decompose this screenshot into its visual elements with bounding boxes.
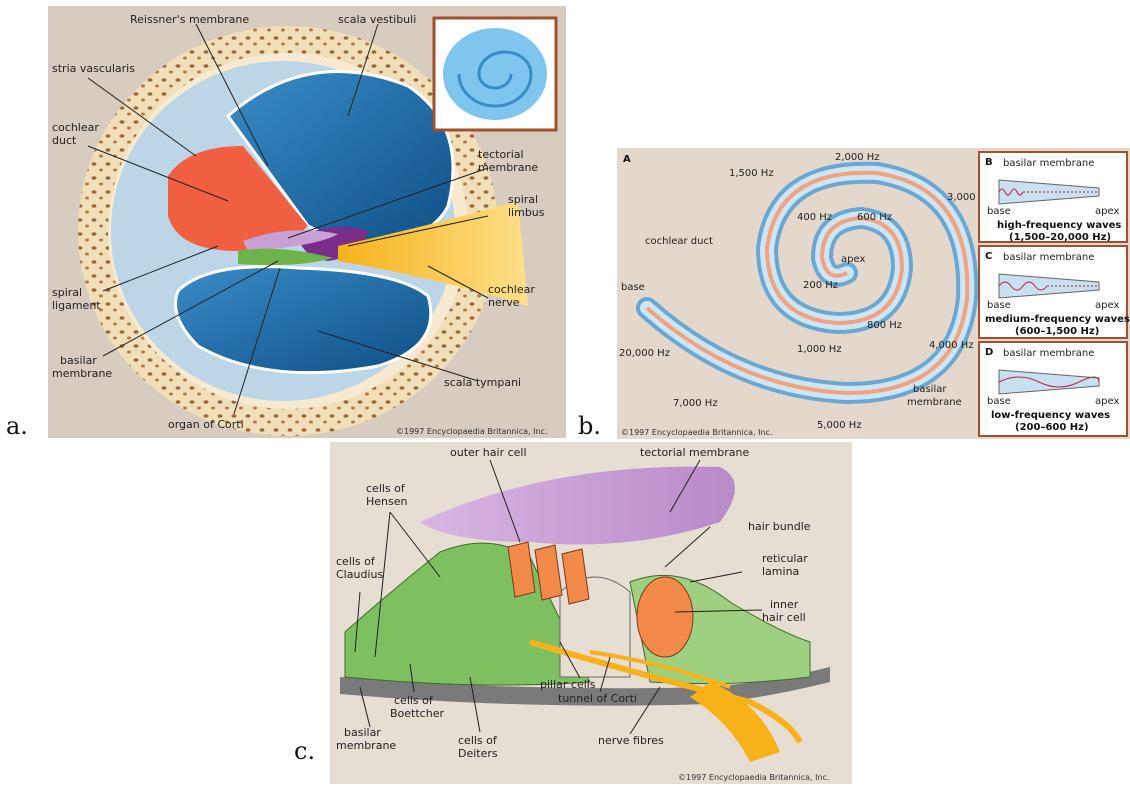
freq-400: 400 Hz [797, 212, 832, 223]
label-basilar-1: basilar [60, 354, 97, 367]
label-cochlear-nerve-2: nerve [488, 296, 520, 309]
svg-text:C: C [985, 251, 992, 262]
freq-200: 200 Hz [803, 280, 838, 291]
freq-600: 600 Hz [857, 212, 892, 223]
svg-text:medium-frequency waves: medium-frequency waves [985, 314, 1130, 325]
freq-1500: 1,500 Hz [729, 168, 774, 179]
svg-text:D: D [985, 347, 993, 358]
freq-800: 800 Hz [867, 320, 902, 331]
label-claudius-2: Claudius [336, 568, 383, 581]
label-cochlear-duct: cochlear duct [645, 236, 713, 247]
svg-text:basilar membrane: basilar membrane [1003, 158, 1094, 169]
label-spiral-ligament-2: ligament [52, 299, 101, 312]
panel-letter-b: b. [578, 412, 601, 440]
label-claudius-1: cells of [336, 555, 376, 568]
label-pillar: pillar cells [540, 678, 596, 691]
panel-letter-c: c. [294, 737, 315, 765]
label-tectorial-2: membrane [478, 161, 538, 174]
inner-hair-cell [637, 577, 693, 657]
freq-7000: 7,000 Hz [673, 398, 718, 409]
freq-1000: 1,000 Hz [797, 344, 842, 355]
panel-b-frequency-map: A 2,000 Hz 1,500 Hz 3,000 Hz 400 Hz 600 … [617, 148, 1130, 439]
label-spiral-limbus-2: limbus [508, 206, 545, 219]
freq-5000: 5,000 Hz [817, 420, 862, 431]
panel-a-cochlea-cross-section: Reissner's membrane scala vestibuli stri… [48, 6, 566, 438]
label-base: base [621, 282, 645, 293]
wave-box-c: C basilar membrane base apex medium-freq… [979, 246, 1130, 338]
label-basilar-1: basilar [344, 726, 381, 739]
panel-c-organ-of-corti: outer hair cell tectorial membrane cells… [330, 442, 852, 784]
freq-apex: apex [841, 254, 865, 265]
label-outer-hair-cell: outer hair cell [450, 446, 527, 459]
svg-text:base: base [987, 206, 1011, 217]
svg-text:basilar membrane: basilar membrane [1003, 348, 1094, 359]
label-organ-corti: organ of Corti [168, 418, 244, 431]
svg-text:low-frequency waves: low-frequency waves [991, 410, 1110, 421]
wave-box-b: B basilar membrane base apex high-freque… [979, 152, 1127, 243]
label-tectorial-1: tectorial [478, 148, 524, 161]
label-basilar-2: membrane [52, 367, 112, 380]
freq-4000: 4,000 Hz [929, 340, 974, 351]
copyright-a: ©1997 Encyclopaedia Britannica, Inc. [396, 427, 547, 436]
label-boettcher-2: Boettcher [390, 707, 444, 720]
label-deiters-2: Deiters [458, 747, 498, 760]
svg-text:(1,500–20,000 Hz): (1,500–20,000 Hz) [1009, 232, 1111, 243]
svg-text:(600–1,500 Hz): (600–1,500 Hz) [1015, 326, 1099, 337]
freq-2000: 2,000 Hz [835, 152, 880, 163]
copyright-b: ©1997 Encyclopaedia Britannica, Inc. [621, 428, 772, 437]
label-cochlear-duct-2: duct [52, 134, 77, 147]
svg-text:basilar membrane: basilar membrane [1003, 252, 1094, 263]
label-reticular-1: reticular [762, 552, 808, 565]
wave-box-d: D basilar membrane base apex low-frequen… [979, 342, 1127, 436]
freq-20000: 20,000 Hz [619, 348, 670, 359]
svg-text:base: base [987, 396, 1011, 407]
label-basilar-2: membrane [336, 739, 396, 752]
svg-text:apex: apex [1095, 300, 1119, 311]
label-hensen-1: cells of [366, 482, 406, 495]
label-deiters-1: cells of [458, 734, 498, 747]
label-inner-hair-1: inner [770, 598, 799, 611]
svg-text:apex: apex [1095, 206, 1119, 217]
label-hensen-2: Hensen [366, 495, 408, 508]
label-scala-vestibuli: scala vestibuli [338, 13, 416, 26]
panel-letter-a: a. [6, 412, 28, 440]
label-cochlear-nerve-1: cochlear [488, 283, 535, 296]
svg-text:base: base [987, 300, 1011, 311]
label-spiral-limbus-1: spiral [508, 193, 538, 206]
label-nerve-fibres: nerve fibres [598, 734, 664, 747]
label-cochlear-duct-1: cochlear [52, 121, 99, 134]
label-scala-tympani: scala tympani [444, 376, 521, 389]
svg-text:apex: apex [1095, 396, 1119, 407]
svg-text:(200–600 Hz): (200–600 Hz) [1015, 422, 1089, 433]
label-basilar-2: membrane [907, 397, 962, 408]
section-a-letter: A [623, 154, 631, 165]
label-hair-bundle: hair bundle [748, 520, 811, 533]
label-spiral-ligament-1: spiral [52, 286, 82, 299]
svg-text:high-frequency waves: high-frequency waves [997, 220, 1121, 231]
label-boettcher-1: cells of [394, 694, 434, 707]
svg-text:B: B [985, 157, 993, 168]
copyright-c: ©1997 Encyclopaedia Britannica, Inc. [678, 773, 829, 782]
label-inner-hair-2: hair cell [762, 611, 806, 624]
label-reissner: Reissner's membrane [130, 13, 249, 26]
label-tunnel: tunnel of Corti [558, 692, 637, 705]
label-stria: stria vascularis [52, 62, 135, 75]
label-basilar-1: basilar [913, 384, 947, 395]
outer-hair-cells [508, 542, 589, 604]
label-tectorial: tectorial membrane [640, 446, 749, 459]
label-reticular-2: lamina [762, 565, 799, 578]
tectorial-membrane [420, 467, 735, 545]
